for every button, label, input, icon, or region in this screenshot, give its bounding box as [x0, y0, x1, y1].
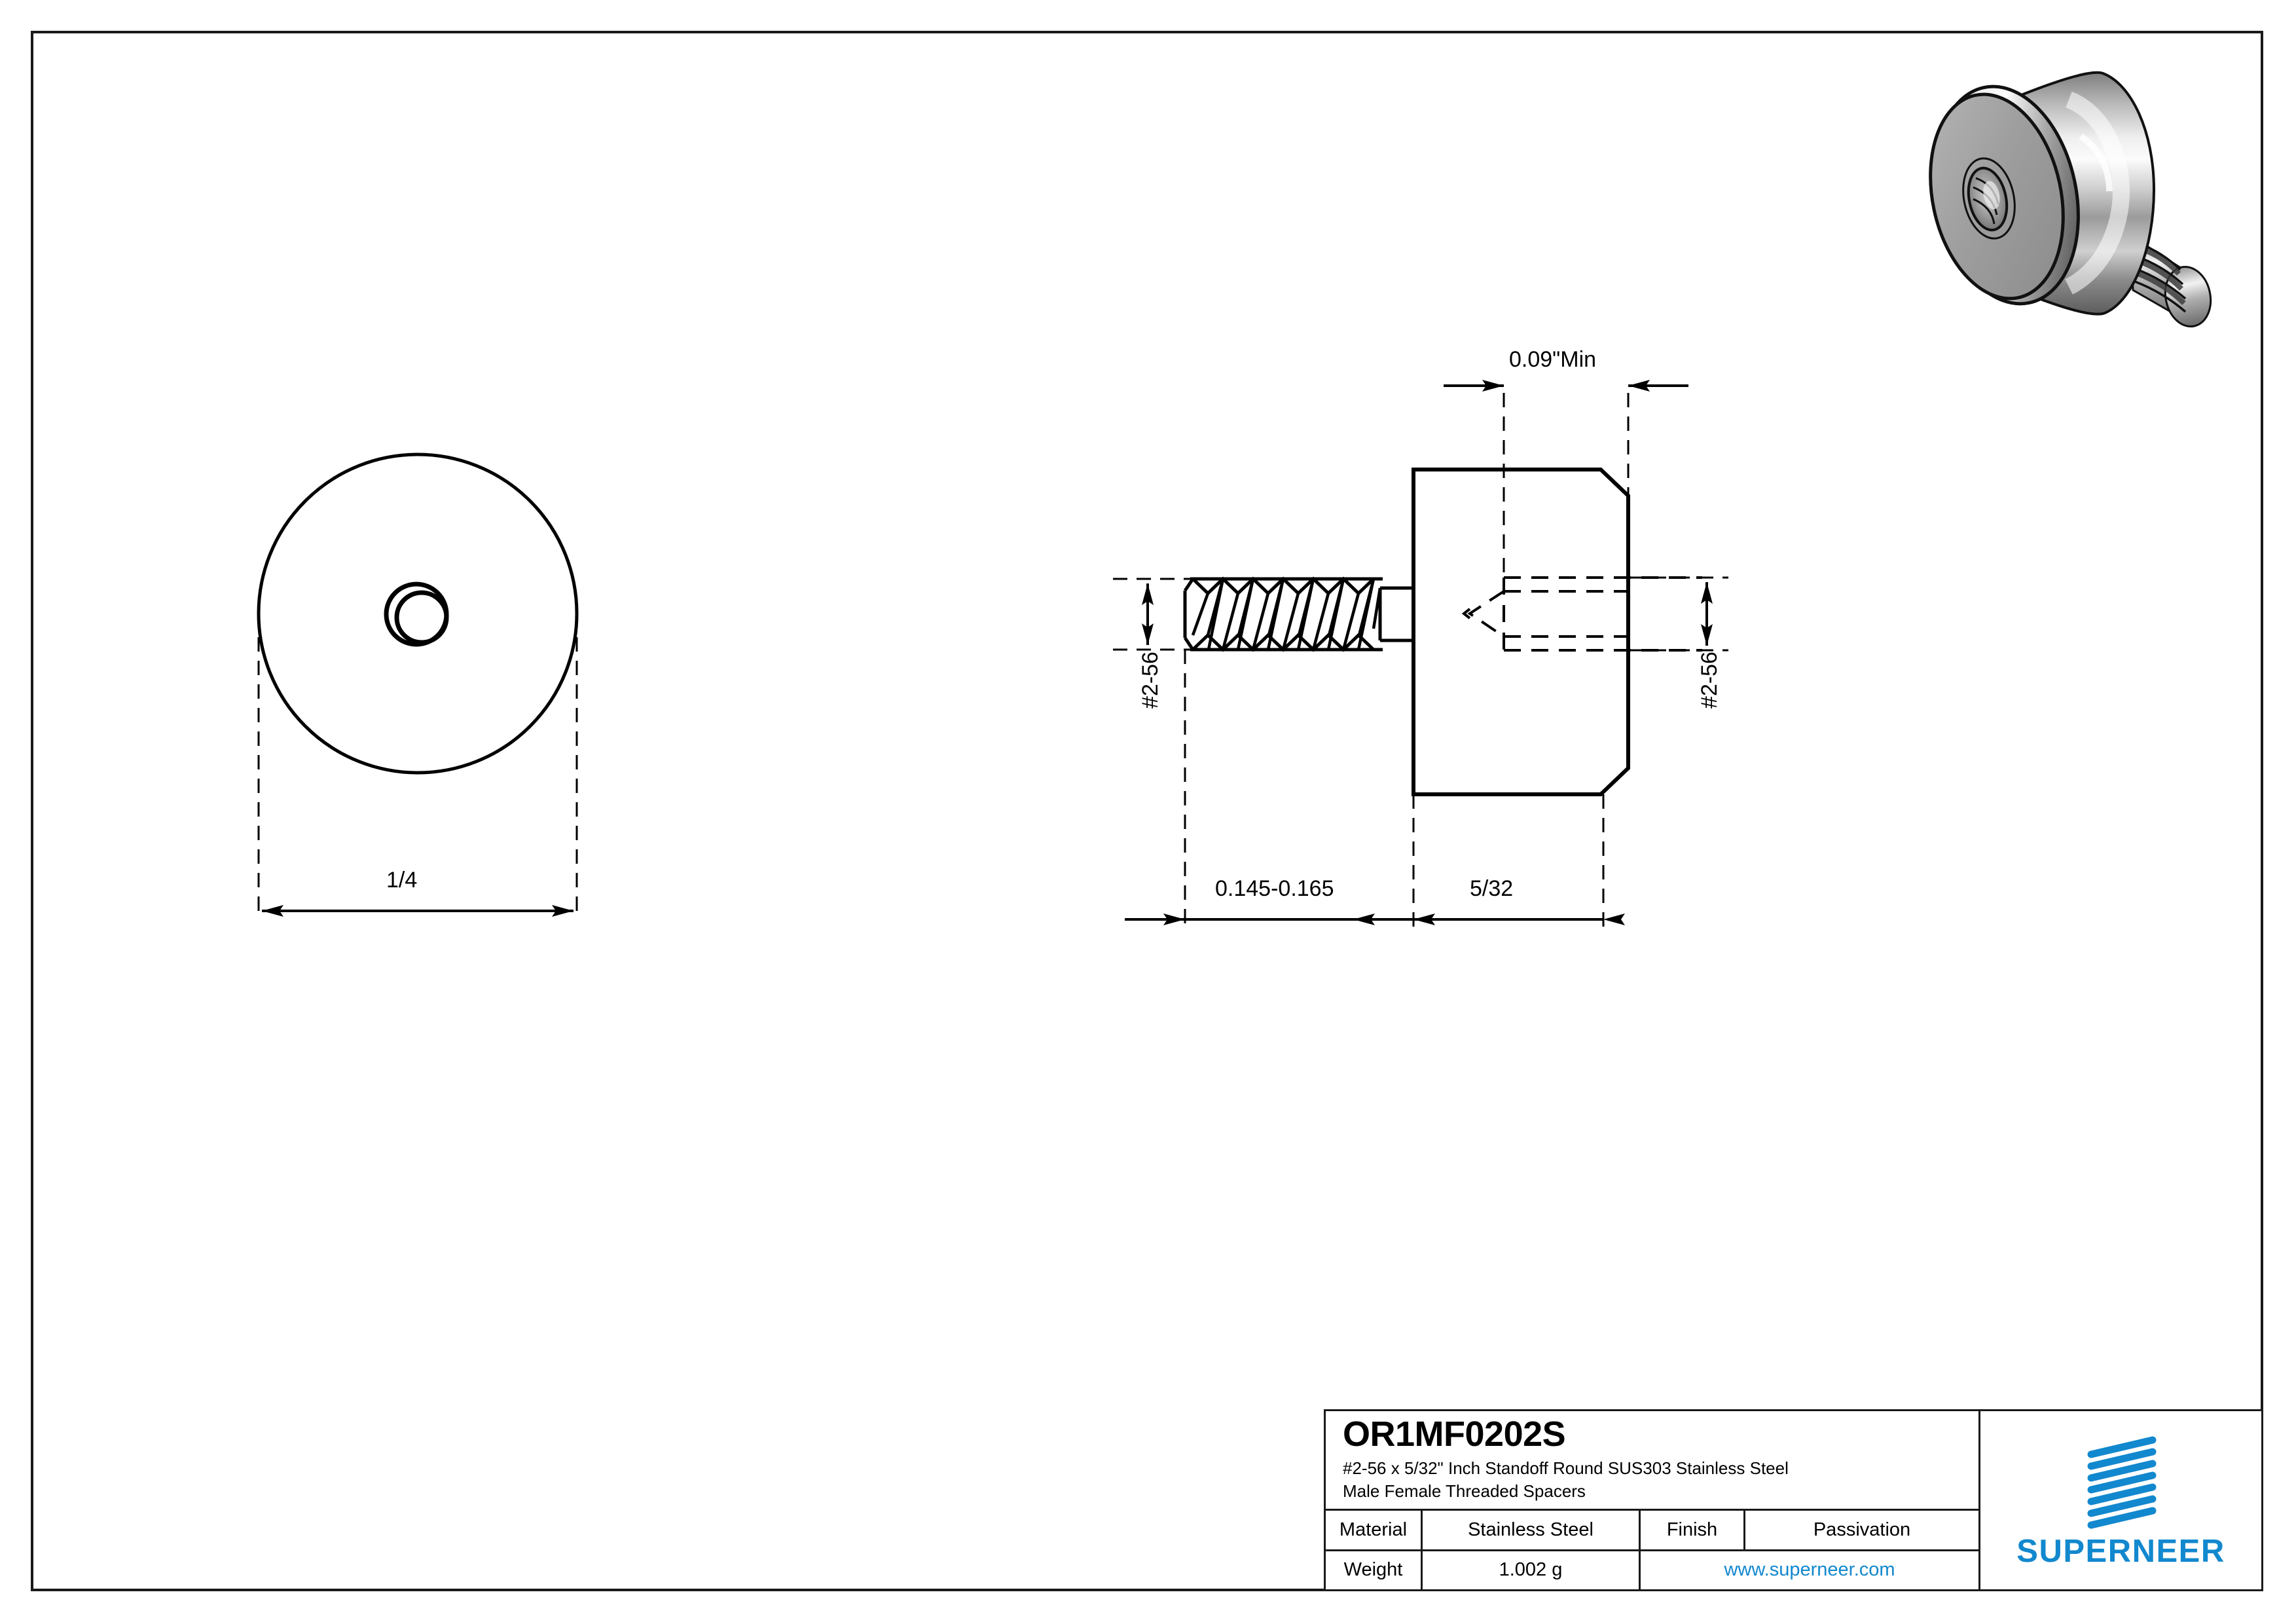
- material-label: Material: [1326, 1511, 1423, 1549]
- thread-depth-label: 0.09"Min: [1509, 347, 1597, 372]
- title-block-heading: OR1MF0202S #2-56 x 5/32" Inch Standoff R…: [1326, 1411, 1978, 1511]
- brand-logo-cell: SUPERNEER: [1980, 1411, 2261, 1589]
- front-view-diameter-label: 1/4: [386, 868, 418, 893]
- body-length-label: 5/32: [1470, 876, 1514, 901]
- website-link[interactable]: www.superneer.com: [1724, 1559, 1895, 1581]
- finish-label: Finish: [1641, 1511, 1745, 1549]
- brand-wordmark: SUPERNEER: [2016, 1533, 2225, 1569]
- weight-value: 1.002 g: [1423, 1551, 1641, 1589]
- render-female-thread-hole: [1962, 157, 2016, 240]
- male-thread-size-label: #2-56: [1138, 652, 1163, 709]
- part-description-line-1: #2-56 x 5/32" Inch Standoff Round SUS303…: [1343, 1458, 1789, 1478]
- material-value: Stainless Steel: [1423, 1511, 1641, 1549]
- female-thread-size-label: #2-56: [1697, 652, 1722, 709]
- male-thread-length-label: 0.145-0.165: [1215, 876, 1334, 901]
- title-block-info: OR1MF0202S #2-56 x 5/32" Inch Standoff R…: [1326, 1411, 1980, 1589]
- part-number: OR1MF0202S: [1343, 1414, 1566, 1454]
- weight-website-row: Weight 1.002 g www.superneer.com: [1326, 1551, 1978, 1589]
- weight-label: Weight: [1326, 1551, 1423, 1589]
- drawing-frame-border: [31, 31, 2263, 1591]
- part-description-line-2: Male Female Threaded Spacers: [1343, 1481, 1586, 1501]
- title-block: OR1MF0202S #2-56 x 5/32" Inch Standoff R…: [1324, 1409, 2263, 1591]
- finish-value: Passivation: [1813, 1519, 1911, 1540]
- superneer-logo-icon: [2087, 1436, 2156, 1528]
- material-finish-row: Material Stainless Steel Finish Passivat…: [1326, 1511, 1978, 1551]
- isometric-render: [1929, 71, 2212, 328]
